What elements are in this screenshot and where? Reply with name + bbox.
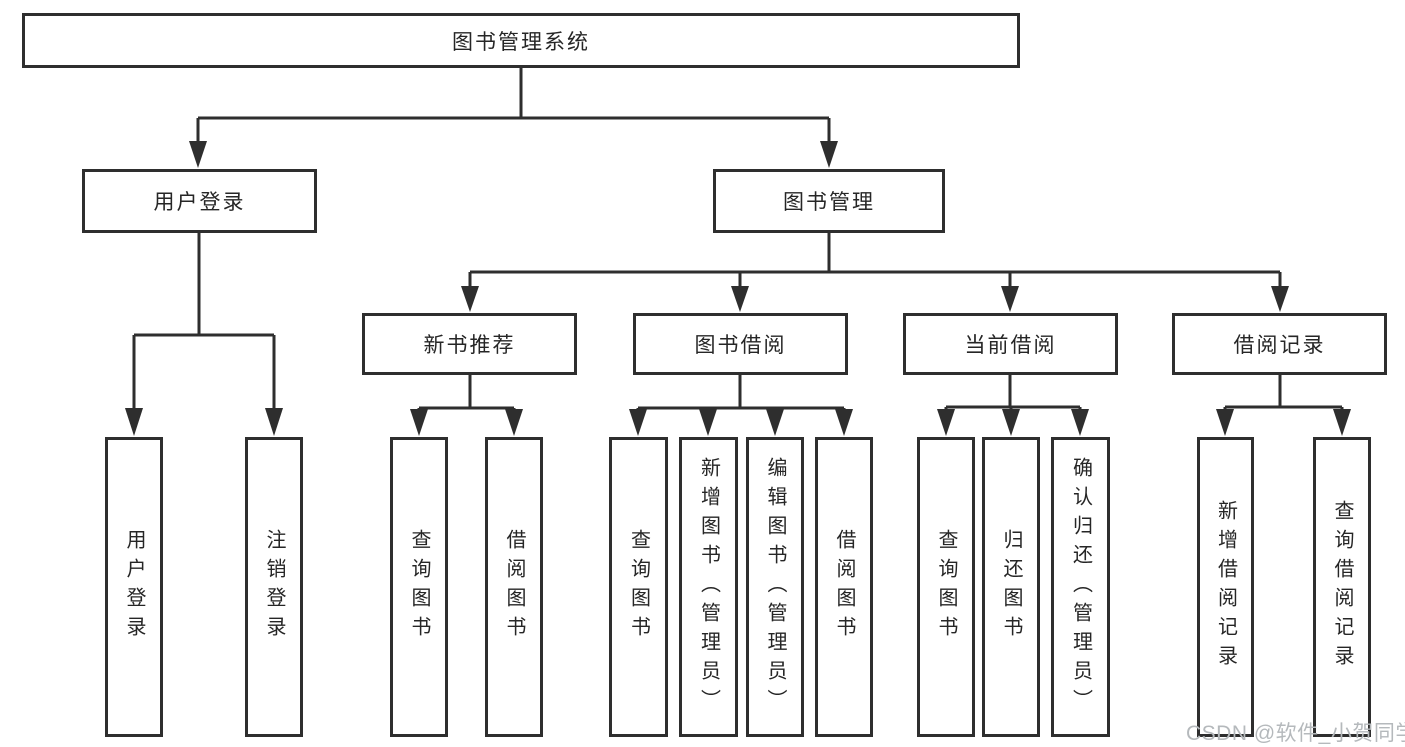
node-label: 查询图书 (935, 529, 957, 645)
arrowhead-book-borrowing (731, 286, 749, 312)
node-new-book-recommend: 新书推荐 (362, 313, 577, 375)
leaf-bb-query-books: 查询图书 (609, 437, 668, 737)
arrowhead-cb-query-books (937, 409, 955, 436)
arrowhead-bb-borrow-books (835, 409, 853, 436)
leaf-rec-borrow-books: 借阅图书 (485, 437, 543, 737)
node-label: 借阅记录 (1233, 334, 1326, 357)
leaf-bb-add-books-admin: 新增图书（管理员） (679, 437, 738, 737)
arrowhead-book-management (820, 141, 838, 168)
leaf-user-login: 用户登录 (105, 437, 163, 737)
arrowhead-br-query-record (1333, 409, 1351, 436)
leaf-cb-query-books: 查询图书 (917, 437, 975, 737)
arrowhead-user-login (189, 141, 207, 168)
node-label: 新书推荐 (423, 334, 516, 357)
arrowhead-bb-edit-books (766, 409, 784, 436)
node-label: 新增借阅记录 (1214, 500, 1237, 674)
arrowhead-rec-query-books (410, 409, 428, 436)
node-label: 归还图书 (1000, 529, 1022, 645)
node-user-login: 用户登录 (82, 169, 317, 233)
connector-borrowing-records-children (1216, 375, 1351, 436)
node-label: 注销登录 (263, 529, 285, 645)
leaf-logout: 注销登录 (245, 437, 303, 737)
csdn-watermark: CSDN @软件_小贺同学 (1186, 722, 1405, 745)
node-borrowing-records: 借阅记录 (1172, 313, 1387, 375)
leaf-br-add-record: 新增借阅记录 (1197, 437, 1254, 737)
node-current-borrowing: 当前借阅 (903, 313, 1118, 375)
node-book-management: 图书管理 (713, 169, 945, 233)
node-label: 图书管理 (783, 191, 875, 214)
leaf-rec-query-books: 查询图书 (390, 437, 448, 737)
leaf-bb-edit-books-admin: 编辑图书（管理员） (746, 437, 804, 737)
leaf-cb-confirm-return-admin: 确认归还（管理员） (1051, 437, 1110, 737)
node-root-library-system: 图书管理系统 (22, 13, 1020, 68)
arrowhead-cb-return-books (1002, 409, 1020, 436)
arrowhead-cb-confirm-return (1071, 409, 1089, 436)
node-label: 用户登录 (153, 191, 246, 214)
connector-new-book-recommend-children (410, 375, 523, 436)
connector-root-to-level2 (189, 68, 838, 168)
arrowhead-bb-add-books (699, 409, 717, 436)
arrowhead-borrowing-records (1271, 286, 1289, 312)
arrowhead-new-book-recommend (461, 286, 479, 312)
node-label: 图书借阅 (694, 334, 787, 357)
arrowhead-bb-query-books (629, 409, 647, 436)
node-label: 查询借阅记录 (1331, 500, 1353, 674)
arrowhead-current-borrowing (1001, 286, 1019, 312)
leaf-cb-return-books: 归还图书 (982, 437, 1040, 737)
node-label: 查询图书 (627, 529, 650, 645)
node-label: 查询图书 (408, 529, 430, 645)
node-label: 用户登录 (123, 529, 145, 645)
connector-book-borrowing-children (629, 375, 853, 436)
node-book-borrowing: 图书借阅 (633, 313, 848, 375)
arrowhead-leaf-logout (265, 408, 283, 436)
node-label: 借阅图书 (503, 529, 525, 645)
leaf-br-query-record: 查询借阅记录 (1313, 437, 1371, 737)
connector-user-login-children (125, 233, 283, 436)
node-label: 编辑图书（管理员） (764, 456, 786, 718)
leaf-bb-borrow-books: 借阅图书 (815, 437, 873, 737)
arrowhead-leaf-user-login (125, 408, 143, 436)
node-label: 当前借阅 (964, 334, 1057, 357)
node-label: 借阅图书 (833, 529, 855, 645)
node-label: 新增图书（管理员） (697, 456, 720, 718)
arrowhead-rec-borrow-books (505, 409, 523, 436)
connector-current-borrowing-children (937, 375, 1089, 436)
node-label: 确认归还（管理员） (1069, 456, 1092, 718)
connector-book-management-children (461, 233, 1289, 312)
node-label: 图书管理系统 (452, 30, 590, 54)
arrowhead-br-add-record (1216, 409, 1234, 436)
